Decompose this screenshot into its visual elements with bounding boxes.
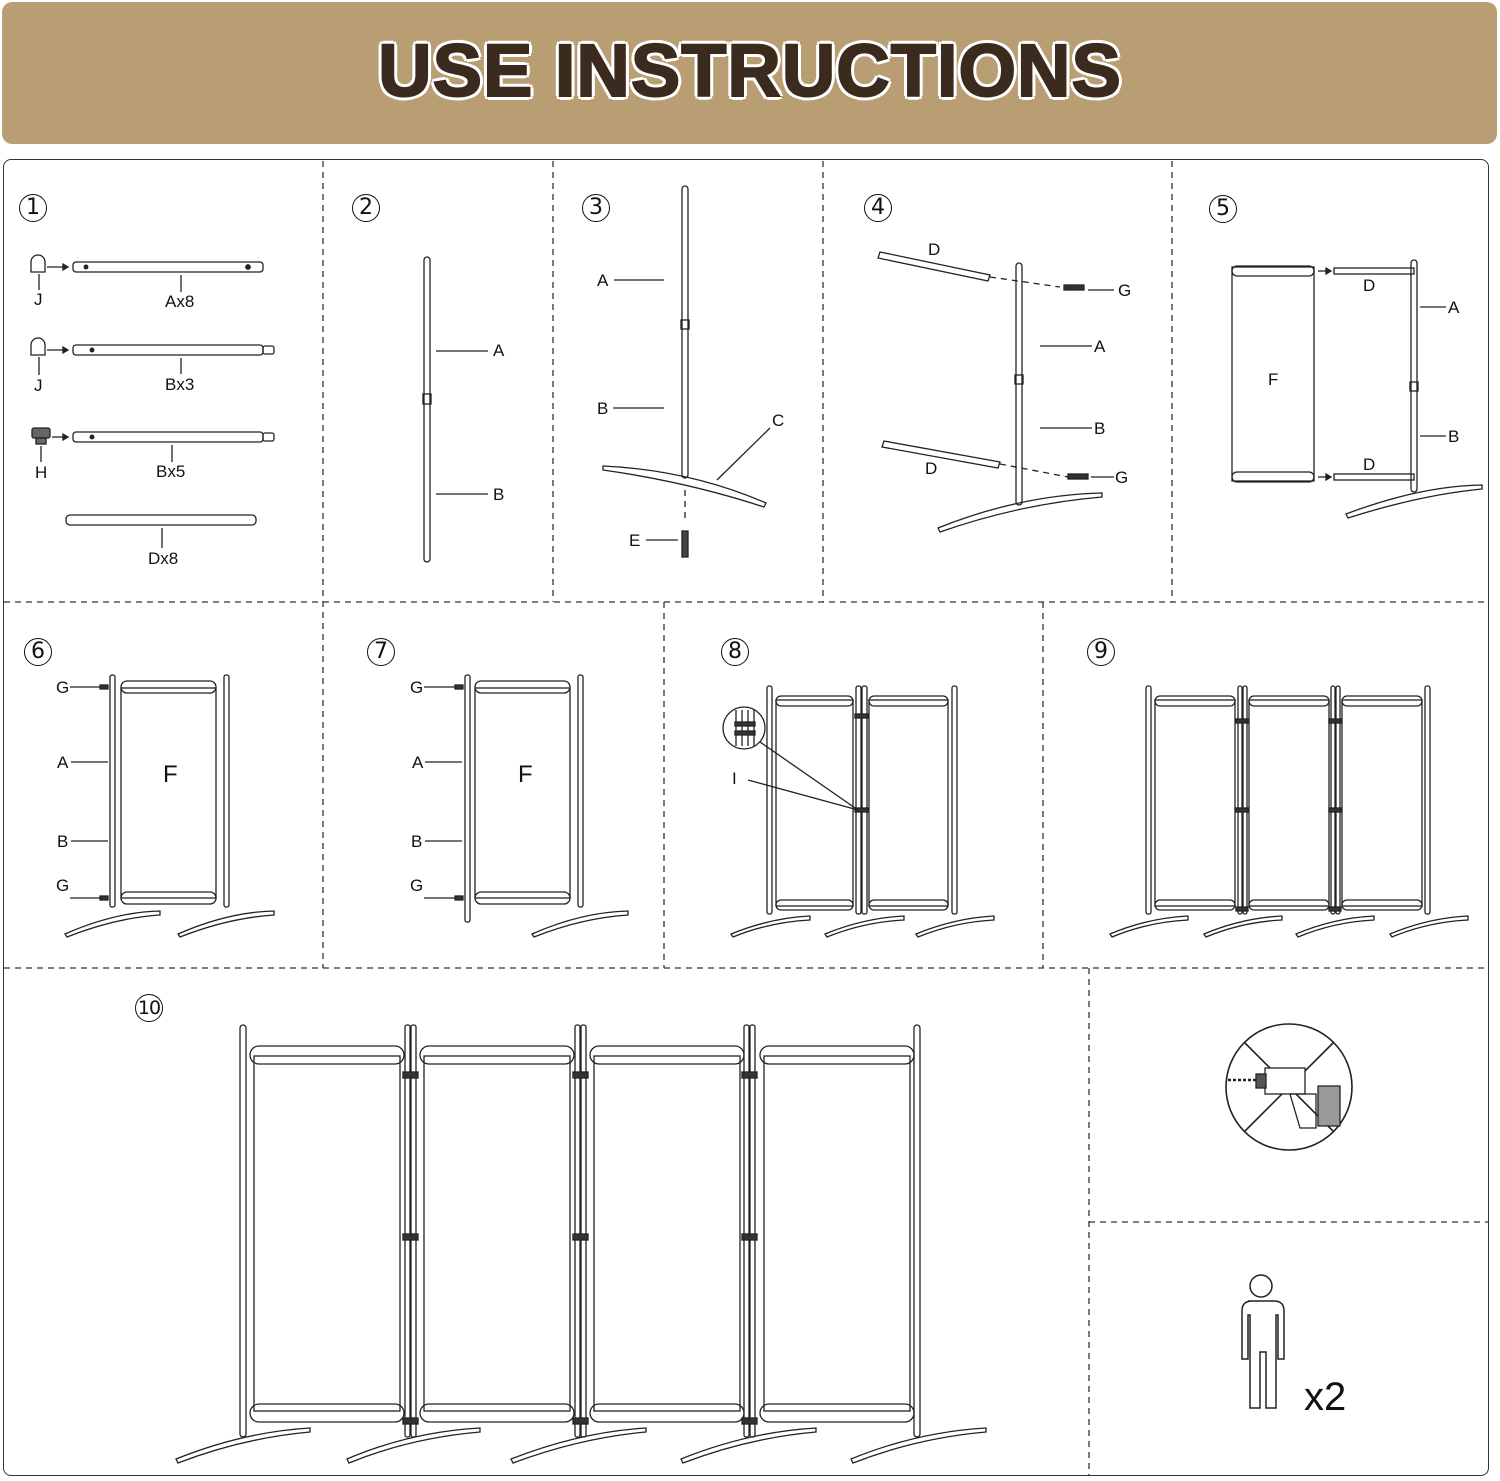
label-f: F	[518, 761, 533, 788]
label-a: A	[1448, 298, 1460, 317]
label-i: I	[732, 769, 737, 788]
step-number: 6	[24, 638, 52, 666]
label-h: H	[35, 463, 48, 482]
step6-assembly	[64, 674, 275, 938]
instruction-frame	[3, 159, 1489, 1476]
step9-three-panels	[1109, 685, 1469, 938]
step-number: 8	[721, 638, 749, 666]
label-f: F	[1268, 370, 1279, 389]
step-number: 3	[582, 194, 610, 222]
part-b-tube-bottom	[72, 431, 264, 443]
label-g: G	[1115, 468, 1129, 487]
step-number: 2	[352, 194, 380, 222]
label-a: A	[1094, 337, 1106, 356]
label-g: G	[56, 876, 70, 895]
label-b: B	[57, 832, 69, 851]
label-a: A	[57, 753, 69, 772]
label-b: B	[1448, 427, 1460, 446]
part-b-tube-top	[72, 344, 264, 356]
connector-detail-circle	[722, 706, 766, 750]
part-d-tube	[65, 514, 257, 526]
label-b: B	[493, 485, 505, 504]
label-g: G	[410, 876, 424, 895]
step-number: 7	[367, 638, 395, 666]
step4-crossbars	[877, 251, 1114, 533]
step1-parts	[30, 254, 275, 548]
step-number: 9	[1087, 638, 1115, 666]
part-j-cap-1	[30, 254, 46, 273]
label-d: D	[1363, 276, 1376, 295]
label-b: B	[411, 832, 423, 851]
step8-two-panels	[722, 685, 995, 938]
label-e: E	[629, 531, 641, 550]
label-a-count: Ax8	[165, 292, 195, 311]
label-c: C	[772, 411, 785, 430]
part-a-tube	[72, 261, 264, 273]
label-d: D	[928, 240, 941, 259]
title-banner	[2, 2, 1497, 144]
page-title: USE INSTRUCTIONS	[377, 28, 1122, 113]
label-d: D	[1363, 455, 1376, 474]
label-a: A	[493, 341, 505, 360]
people-count: x2	[1304, 1375, 1347, 1419]
label-a: A	[412, 753, 424, 772]
step3-pole-foot	[602, 185, 771, 558]
label-a: A	[597, 271, 609, 290]
step-number: 1	[19, 194, 47, 222]
label-d: D	[925, 459, 938, 478]
label-b: B	[597, 399, 609, 418]
label-j: J	[34, 290, 43, 309]
label-g: G	[410, 678, 424, 697]
label-j: J	[34, 376, 43, 395]
panel-dividers	[4, 161, 1488, 1475]
label-g: G	[56, 678, 70, 697]
step-number: 4	[864, 194, 892, 222]
label-d-count: Dx8	[148, 549, 179, 568]
step10-four-panels	[175, 1024, 987, 1464]
person-icon	[1241, 1274, 1285, 1409]
no-drill-icon	[1225, 1023, 1353, 1151]
label-b3-count: Bx3	[165, 375, 195, 394]
step-number: 5	[1209, 195, 1237, 223]
label-g: G	[1118, 281, 1132, 300]
label-b5-count: Bx5	[156, 462, 186, 481]
label-b: B	[1094, 419, 1106, 438]
step-number: 10	[135, 994, 163, 1022]
step7-assembly	[424, 674, 629, 938]
step5-fabric	[1231, 259, 1483, 519]
label-f: F	[163, 761, 178, 788]
step2-pole	[422, 256, 488, 563]
